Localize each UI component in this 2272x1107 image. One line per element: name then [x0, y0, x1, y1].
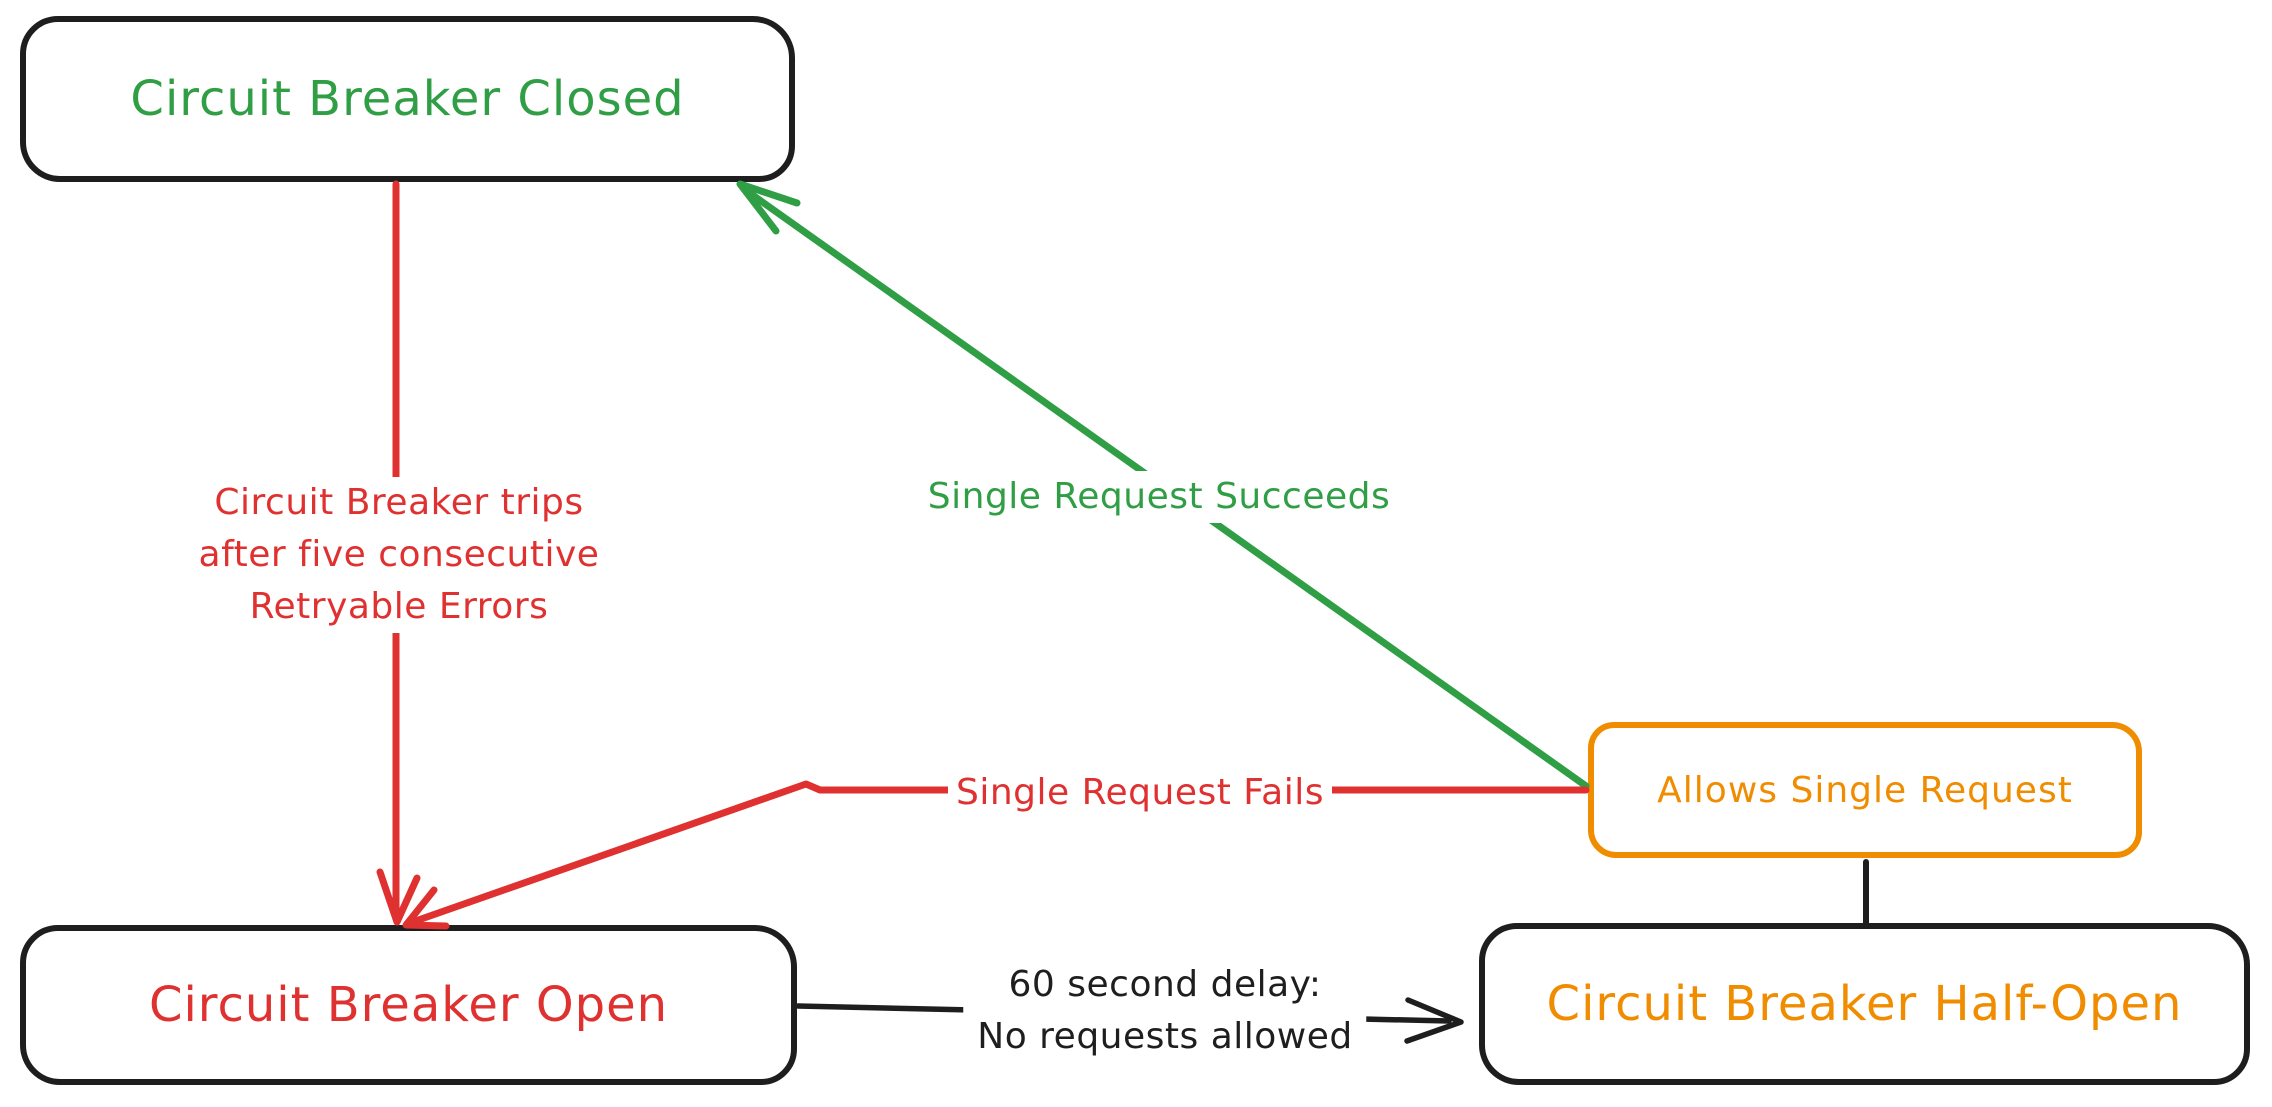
edge-label-trip: Circuit Breaker trips after five consecu…: [190, 477, 608, 633]
edge-fails-arrowhead-icon: [402, 886, 450, 930]
edge-label-delay-line1: 60 second delay:: [1000, 959, 1330, 1011]
node-allows-single-request-label: Allows Single Request: [1657, 769, 2073, 811]
edge-label-trip-line2: after five consecutive: [190, 529, 608, 581]
node-circuit-breaker-closed-label: Circuit Breaker Closed: [130, 71, 685, 127]
edge-label-fails-text: Single Request Fails: [947, 767, 1333, 819]
node-circuit-breaker-open-label: Circuit Breaker Open: [148, 977, 669, 1033]
edge-label-trip-line3: Retryable Errors: [241, 581, 557, 633]
edge-label-delay-line2: No requests allowed: [969, 1011, 1361, 1063]
edge-label-delay: 60 second delay: No requests allowed: [963, 959, 1367, 1063]
edge-label-succeeds-text: Single Request Succeeds: [919, 471, 1399, 523]
edge-trip-arrowhead-icon: [376, 868, 421, 926]
edge-succeeds-arrowhead-icon: [736, 180, 801, 235]
node-circuit-breaker-half-open-label: Circuit Breaker Half-Open: [1546, 976, 2183, 1032]
edge-label-fails: Single Request Fails: [947, 767, 1333, 819]
edge-label-succeeds: Single Request Succeeds: [919, 471, 1399, 523]
edge-delay-arrowhead-icon: [1404, 997, 1464, 1044]
node-circuit-breaker-half-open[interactable]: Circuit Breaker Half-Open: [1479, 923, 2250, 1085]
node-circuit-breaker-closed[interactable]: Circuit Breaker Closed: [20, 16, 795, 182]
node-allows-single-request[interactable]: Allows Single Request: [1588, 722, 2142, 858]
node-circuit-breaker-open[interactable]: Circuit Breaker Open: [20, 925, 797, 1085]
edge-label-trip-line1: Circuit Breaker trips: [206, 477, 592, 529]
